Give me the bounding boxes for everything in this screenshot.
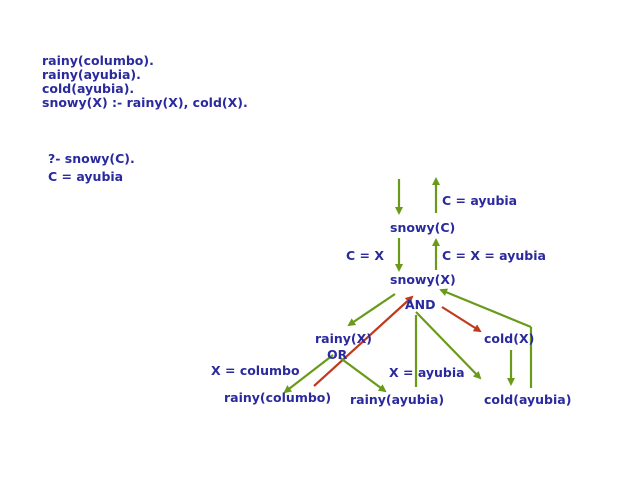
fact-columbo: rainy(columbo): [224, 390, 332, 405]
unify-up-label: C = X = ayubia: [442, 248, 546, 263]
arrow-to-ayubia: [338, 356, 387, 393]
arrow-backtrack-fail: [313, 295, 414, 387]
arrow-to-cold-fail: [441, 306, 482, 333]
prolog-program: rainy(columbo). rainy(ayubia). cold(ayub…: [42, 54, 248, 110]
and-label: AND: [405, 297, 436, 312]
prolog-query: ?- snowy(C). C = ayubia: [48, 150, 135, 186]
unify-down-label: C = X: [346, 248, 384, 263]
arrow-to-columbo: [283, 354, 334, 394]
program-line: snowy(X) :- rainy(X), cold(X).: [42, 95, 248, 110]
fact-ayubia: rainy(ayubia): [350, 392, 445, 407]
right-goal: cold(X): [484, 331, 535, 346]
program-line: rainy(ayubia).: [42, 67, 141, 82]
query-answer: C = ayubia: [48, 169, 124, 184]
arrow-and-to-cold: [415, 311, 482, 380]
program-line: cold(ayubia).: [42, 81, 135, 96]
arrow-success-up: [439, 288, 532, 329]
or-label: OR: [327, 347, 348, 362]
binding-columbo: X = columbo: [211, 363, 300, 378]
left-goal: rainy(X): [315, 331, 372, 346]
program-line: rainy(columbo).: [42, 53, 154, 68]
root-goal: snowy(C): [390, 220, 456, 235]
binding-ayubia: X = ayubia: [389, 365, 465, 380]
query-question: ?- snowy(C).: [48, 151, 135, 166]
arrow-to-rainy: [347, 293, 396, 327]
fact-cold: cold(ayubia): [484, 392, 572, 407]
rule-goal: snowy(X): [390, 272, 456, 287]
top-binding: C = ayubia: [442, 193, 518, 208]
